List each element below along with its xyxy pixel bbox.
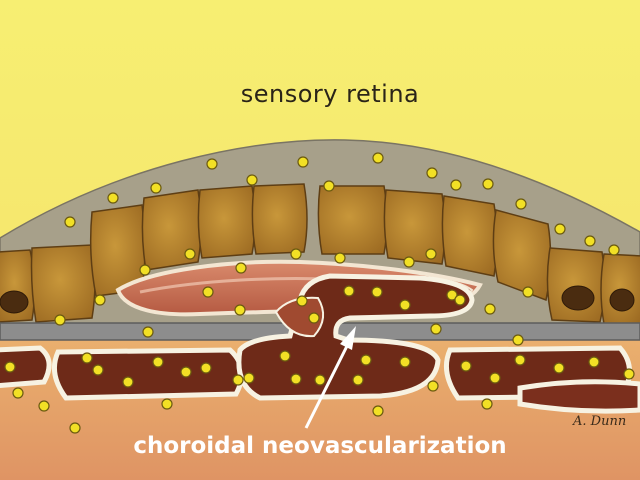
rpe-nuclei — [0, 285, 635, 314]
rpe-cell-row — [0, 183, 640, 325]
rpe-cell — [197, 185, 256, 259]
rpe-cell — [251, 183, 308, 255]
choroidal-vessel — [0, 345, 52, 389]
artist-signature: A. Dunn — [573, 414, 627, 429]
sensory-retina-label: sensory retina — [240, 80, 420, 108]
arrow-icon — [304, 326, 356, 429]
rpe-cell — [317, 185, 388, 255]
choroidal-vessels — [0, 345, 640, 414]
yellow-deposits — [4, 152, 635, 434]
cnv-label: choroidal neovascularization — [133, 433, 507, 459]
rpe-cell — [30, 244, 96, 323]
rpe-cell — [546, 247, 606, 323]
cnv-complex — [236, 273, 475, 401]
rpe-cell — [441, 195, 498, 277]
choroidal-vessel — [517, 379, 640, 414]
rpe-cell — [492, 209, 552, 302]
